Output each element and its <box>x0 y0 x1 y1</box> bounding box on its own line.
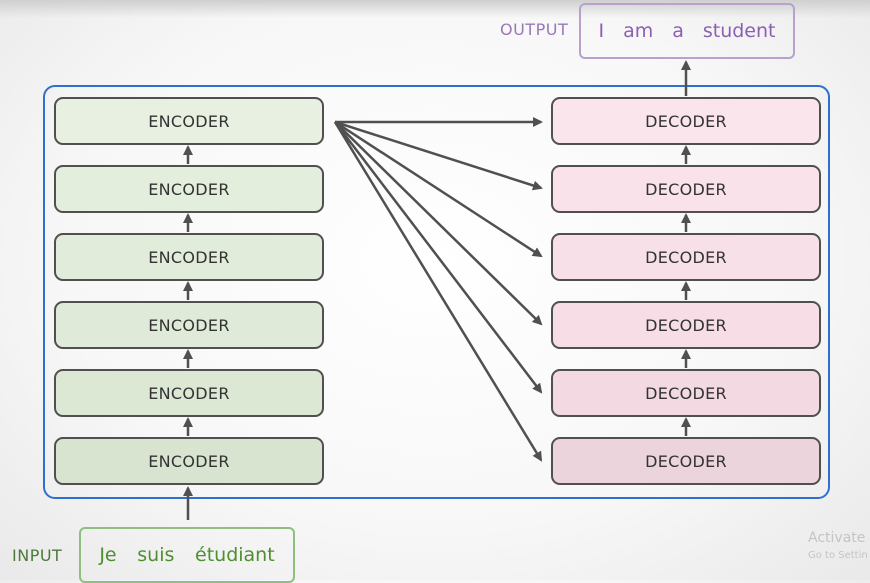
encoder-to-decoder-arrow <box>334 121 543 326</box>
encoder-block-1: ENCODER <box>54 437 324 485</box>
input-word: Je <box>99 544 117 566</box>
encoder-decoder-frame <box>43 85 830 499</box>
output-sentence-box: I am a student <box>579 3 795 59</box>
output-word: I <box>598 20 605 42</box>
encoder-block-2: ENCODER <box>54 369 324 417</box>
encoder-block-3: ENCODER <box>54 301 324 349</box>
encoder-to-decoder-arrow <box>334 120 543 191</box>
input-word: suis <box>137 544 175 566</box>
watermark-line-2: Go to Settin <box>808 550 868 561</box>
decoder-block-2: DECODER <box>551 369 821 417</box>
encoder-to-decoder-arrow <box>334 120 543 258</box>
output-word: am <box>623 20 654 42</box>
encoder-block-6: ENCODER <box>54 97 324 145</box>
input-sentence-box: Je suis étudiant <box>79 527 295 583</box>
input-word: étudiant <box>195 544 275 566</box>
decoder-block-4: DECODER <box>551 233 821 281</box>
decoder-block-6: DECODER <box>551 97 821 145</box>
decoder-block-5: DECODER <box>551 165 821 213</box>
activation-watermark: Activate W Go to Settin <box>808 530 870 561</box>
decoder-block-3: DECODER <box>551 301 821 349</box>
watermark-line-1: Activate W <box>808 530 870 546</box>
input-label: INPUT <box>12 546 63 565</box>
encoder-to-decoder-arrow <box>333 121 543 462</box>
encoder-to-decoder-arrow <box>334 121 543 394</box>
encoder-block-5: ENCODER <box>54 165 324 213</box>
output-label: OUTPUT <box>500 20 569 39</box>
output-word: a <box>672 20 684 42</box>
encoder-block-4: ENCODER <box>54 233 324 281</box>
decoder-block-1: DECODER <box>551 437 821 485</box>
output-word: student <box>702 20 776 42</box>
